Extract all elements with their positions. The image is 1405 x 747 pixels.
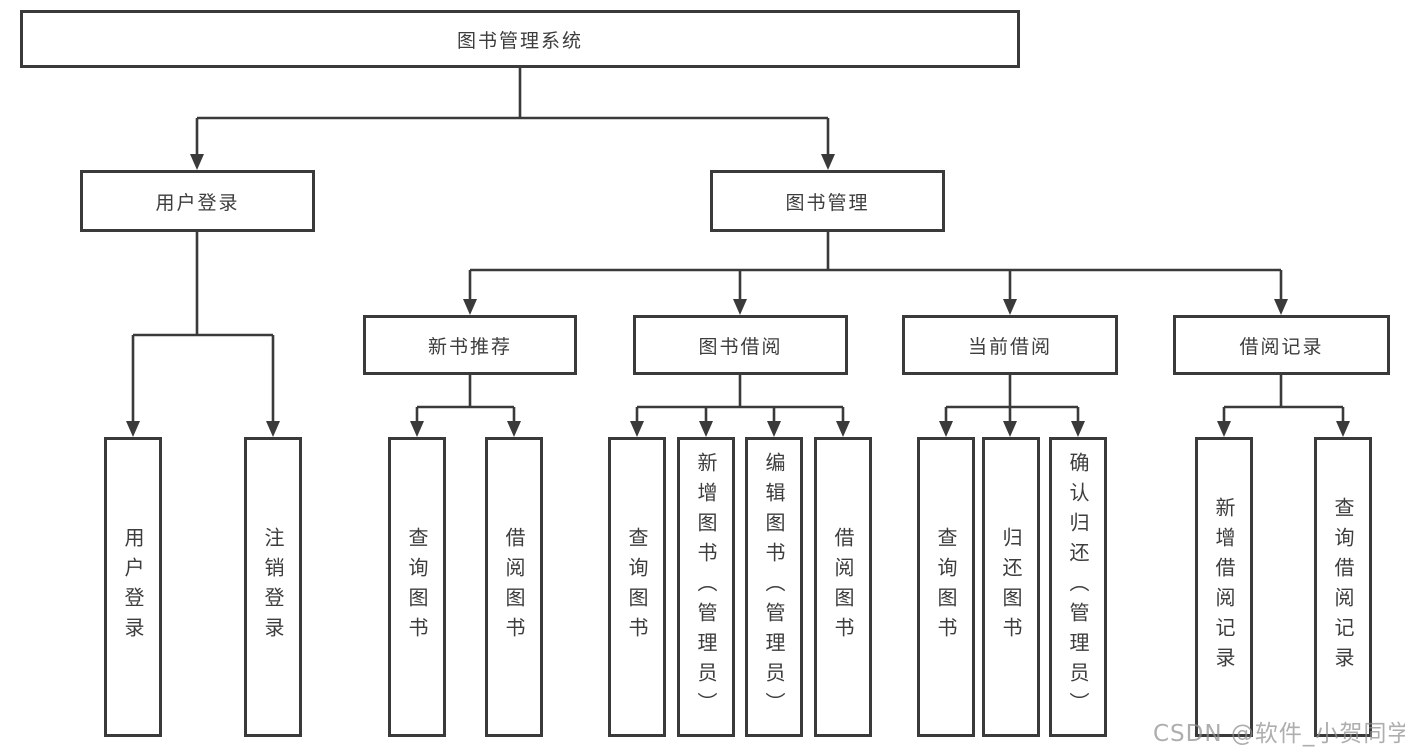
node-leaf-query-books-3: 查询图书 [917,437,975,737]
node-label: 确认归还（管理员） [1066,452,1090,722]
node-label: 图书管理 [785,191,870,214]
node-label: 查询借阅记录 [1331,497,1355,677]
node-label: 查询图书 [405,527,429,647]
node-borrow-record: 借阅记录 [1173,315,1390,375]
node-label: 查询图书 [934,527,958,647]
node-label: 用户登录 [155,191,240,214]
node-leaf-add-borrow-record: 新增借阅记录 [1195,437,1253,737]
node-leaf-logout: 注销登录 [244,437,302,737]
node-label: 归还图书 [999,527,1023,647]
node-label: 新书推荐 [427,335,512,358]
node-leaf-add-books-admin: 新增图书（管理员） [677,437,735,737]
node-leaf-return-books: 归还图书 [982,437,1040,737]
node-leaf-user-login: 用户登录 [104,437,162,737]
node-label: 编辑图书（管理员） [762,452,786,722]
node-label: 当前借阅 [967,335,1052,358]
node-label: 图书管理系统 [456,29,583,52]
node-new-book-recommend: 新书推荐 [363,315,577,375]
node-leaf-borrow-books-2: 借阅图书 [814,437,872,737]
node-label: 注销登录 [261,527,285,647]
node-user-login: 用户登录 [80,170,315,232]
node-label: 新增图书（管理员） [694,452,718,722]
node-label: 查询图书 [625,527,649,647]
node-leaf-borrow-books-1: 借阅图书 [485,437,543,737]
node-current-borrow: 当前借阅 [902,315,1118,375]
csdn-watermark: CSDN @软件_小贺同学 [1153,721,1405,747]
node-leaf-query-borrow-record: 查询借阅记录 [1314,437,1372,737]
node-label: 图书借阅 [698,335,783,358]
node-label: 借阅记录 [1239,335,1324,358]
node-leaf-query-books-1: 查询图书 [388,437,446,737]
node-leaf-confirm-return-admin: 确认归还（管理员） [1049,437,1107,737]
node-label: 借阅图书 [831,527,855,647]
node-label: 新增借阅记录 [1212,497,1236,677]
node-leaf-edit-books-admin: 编辑图书（管理员） [745,437,803,737]
node-label: 用户登录 [121,527,145,647]
node-leaf-query-books-2: 查询图书 [608,437,666,737]
node-label: 借阅图书 [502,527,526,647]
node-book-borrow: 图书借阅 [633,315,848,375]
node-root-system: 图书管理系统 [20,10,1020,68]
node-book-management: 图书管理 [710,170,945,232]
